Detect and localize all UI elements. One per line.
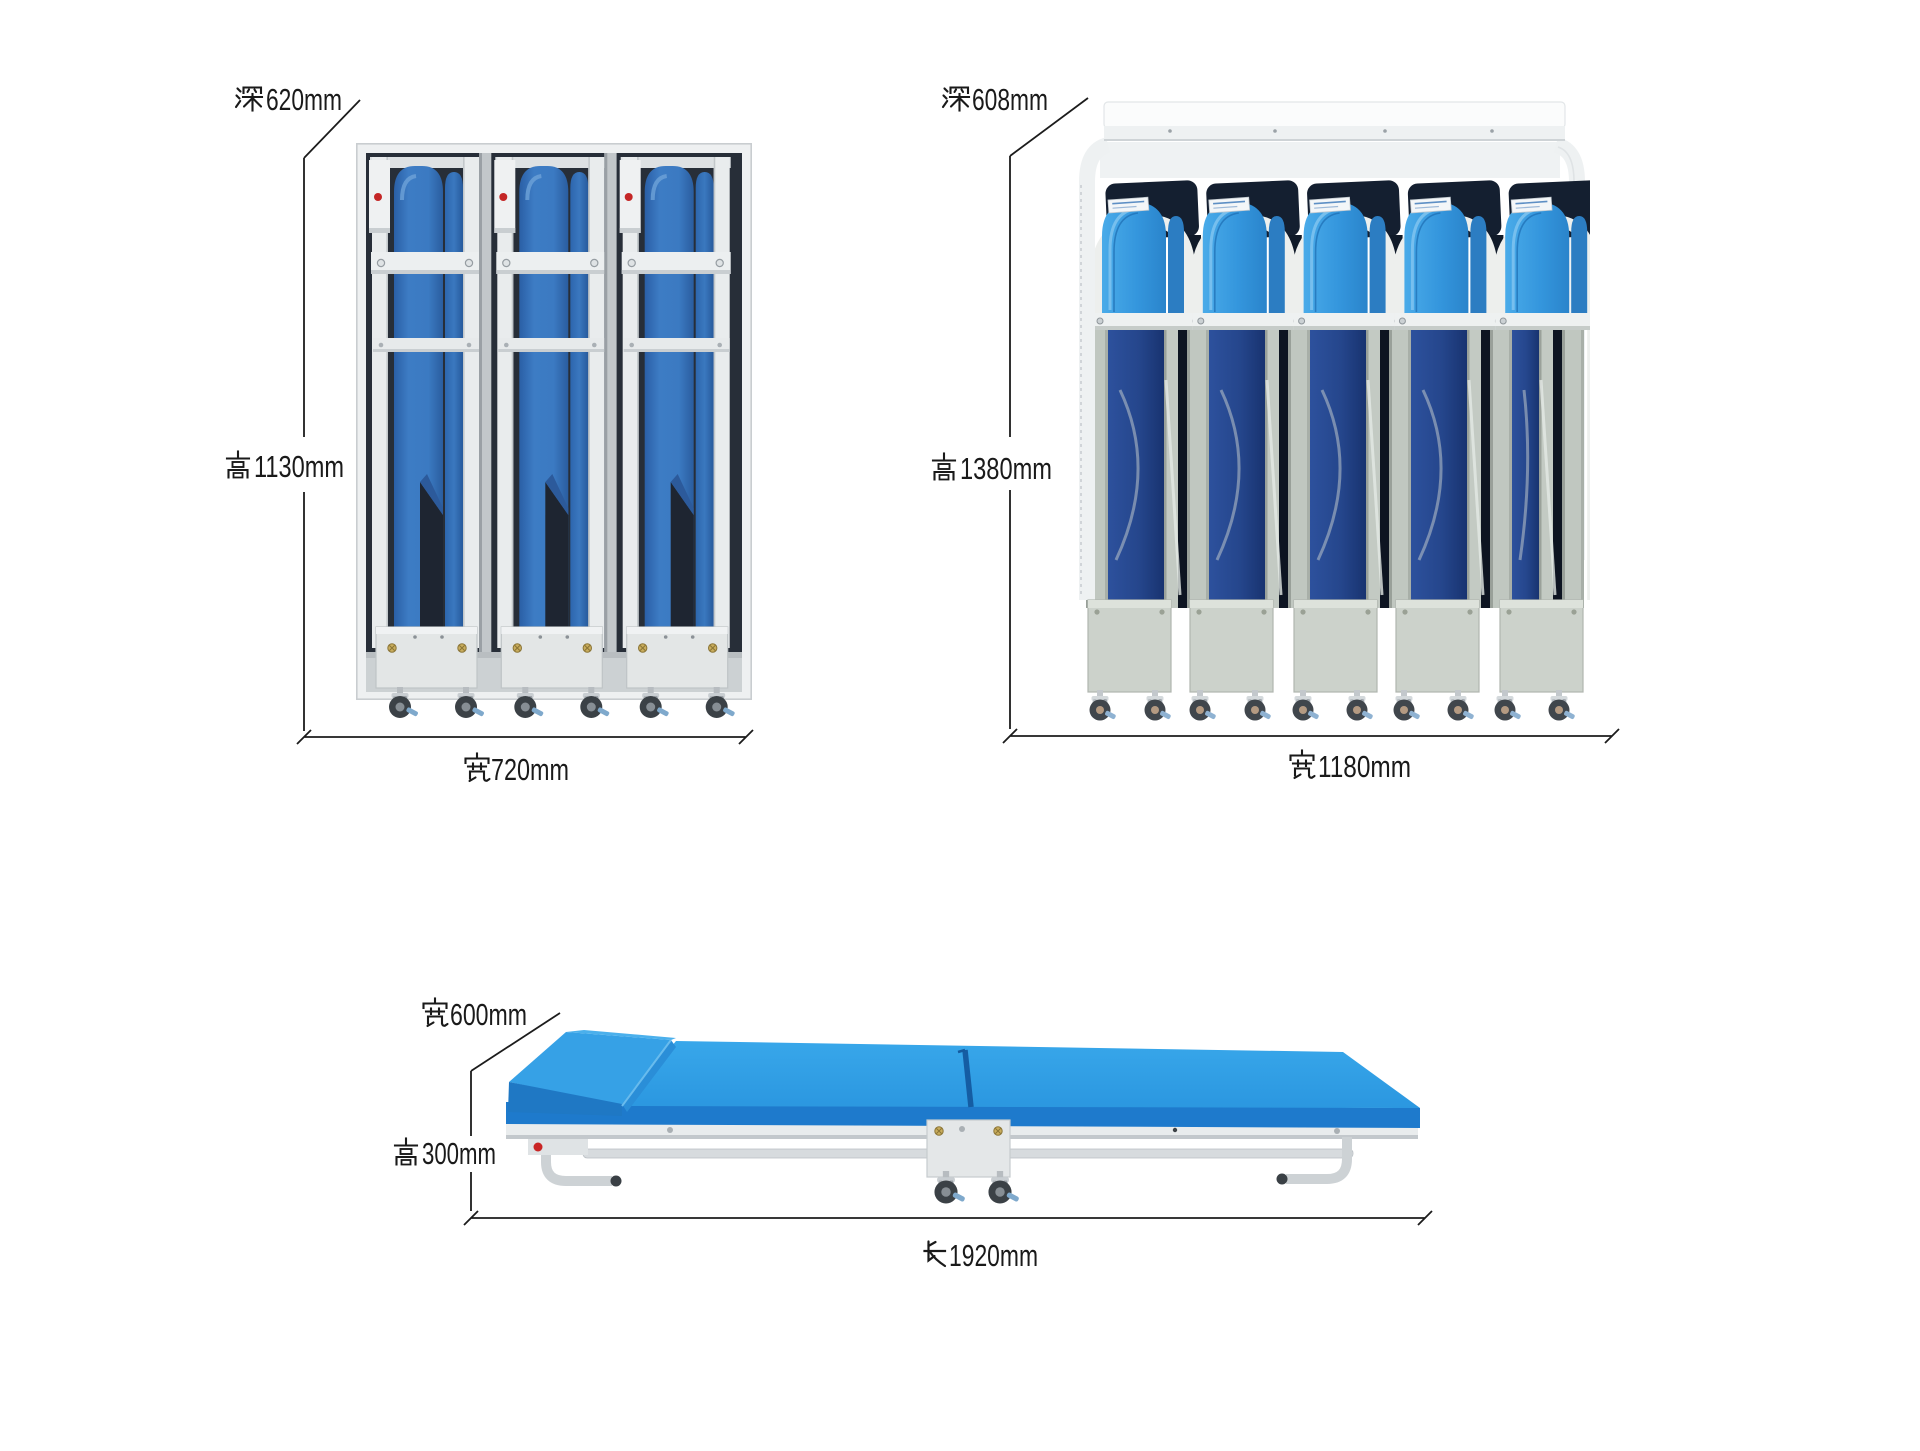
svg-text:620mm: 620mm	[266, 83, 342, 117]
svg-text:300mm: 300mm	[422, 1137, 496, 1171]
svg-text:1130mm: 1130mm	[254, 450, 344, 484]
svg-text:1180mm: 1180mm	[1318, 750, 1411, 784]
svg-text:720mm: 720mm	[491, 753, 569, 787]
svg-text:1920mm: 1920mm	[949, 1239, 1038, 1273]
svg-text:608mm: 608mm	[972, 83, 1048, 117]
svg-text:600mm: 600mm	[450, 998, 527, 1032]
svg-text:1380mm: 1380mm	[960, 452, 1052, 486]
